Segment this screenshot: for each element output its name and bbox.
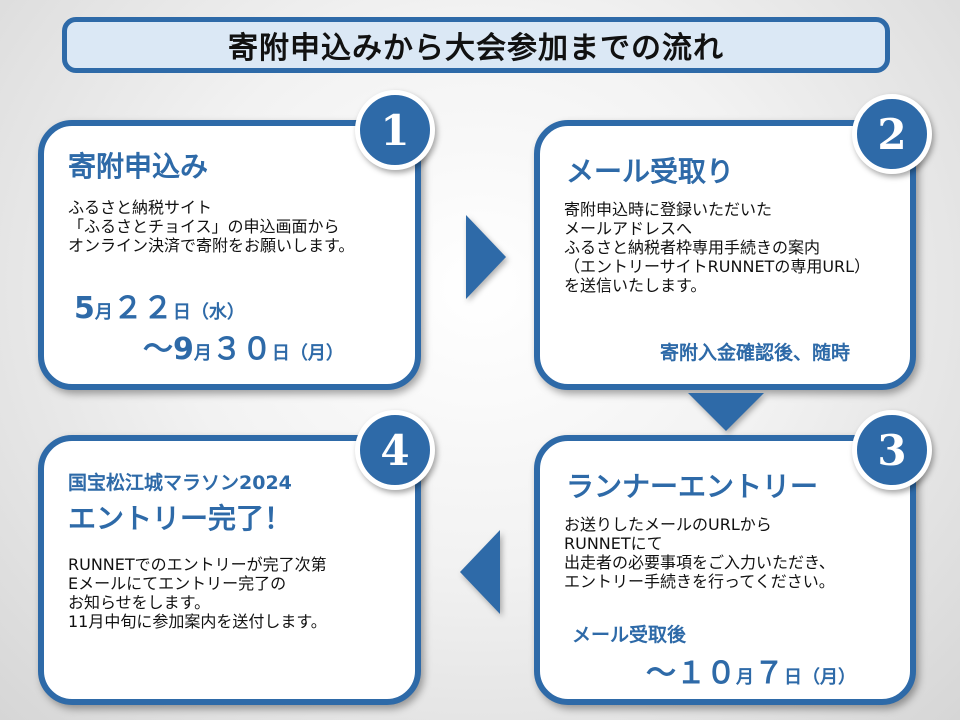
step-2-line: を送信いたします。 [564, 276, 707, 295]
step-2-line: 寄附申込時に登録いただいた [564, 200, 773, 219]
step-2-description: 寄附申込時に登録いただいた メールアドレスへ ふるさと納税者枠専用手続きの案内 … [564, 200, 870, 295]
step-4-card [38, 435, 421, 705]
step-1-heading: 寄附申込み [68, 150, 209, 183]
step-4-line: Eメールにてエントリー完了の [68, 574, 287, 593]
step-4-description: RUNNETでのエントリーが完了次第 Eメールにてエントリー完了の お知らせをし… [68, 555, 327, 631]
step-3-line: お送りしたメールのURLから [564, 515, 772, 534]
step-2-line: （エントリーサイトRUNNETの専用URL） [564, 257, 871, 276]
page-title: 寄附申込みから大会参加までの流れ [228, 31, 724, 66]
arrow-left-icon [460, 530, 500, 614]
step-1-card [38, 120, 421, 390]
arrow-down-icon [688, 393, 764, 431]
step-2-card [534, 120, 916, 390]
step-3-line: 出走者の必要事項をご入力いただき、 [564, 553, 835, 572]
step-1-line: ふるさと納税サイト [68, 198, 213, 217]
arrow-right-icon [466, 215, 506, 299]
step-1-description: ふるさと納税サイト 「ふるさとチョイス」の申込画面から オンライン決済で寄附をお… [68, 198, 354, 255]
step-2-number-badge: 2 [852, 94, 932, 174]
step-3-line: エントリー手続きを行ってください。 [564, 572, 835, 591]
step-4-heading: エントリー完了！ [68, 502, 293, 535]
step-3-line: RUNNETにて [564, 534, 663, 553]
step-1-line: オンライン決済で寄附をお願いします。 [68, 236, 355, 255]
step-2-line: メールアドレスへ [564, 219, 693, 238]
step-4-line: 11月中旬に参加案内を送付します。 [68, 612, 327, 631]
title-banner: 寄附申込みから大会参加までの流れ [62, 17, 890, 73]
step-2-timing-note: 寄附入金確認後、随時 [660, 342, 851, 364]
step-4-line: お知らせをします。 [68, 593, 211, 612]
step-2-line: ふるさと納税者枠専用手続きの案内 [564, 238, 821, 257]
step-3-deadline-date: ～１０月７日（月） [646, 656, 856, 691]
step-4-number-badge: 4 [355, 410, 435, 490]
step-3-timing-note: メール受取後 [572, 624, 687, 646]
step-3-number-badge: 3 [852, 410, 932, 490]
step-3-card [534, 435, 916, 705]
step-3-description: お送りしたメールのURLから RUNNETにて 出走者の必要事項をご入力いただき… [564, 515, 835, 591]
step-1-line: 「ふるさとチョイス」の申込画面から [68, 217, 340, 236]
step-3-heading: ランナーエントリー [566, 470, 819, 503]
step-1-start-date: 5月２２日（水） [74, 291, 245, 326]
step-4-line: RUNNETでのエントリーが完了次第 [68, 555, 327, 574]
step-1-number-badge: 1 [355, 90, 435, 170]
step-2-heading: メール受取り [566, 155, 735, 188]
step-4-event-name: 国宝松江城マラソン2024 [68, 472, 292, 494]
step-1-end-date: ～9月３０日（月） [143, 332, 344, 367]
